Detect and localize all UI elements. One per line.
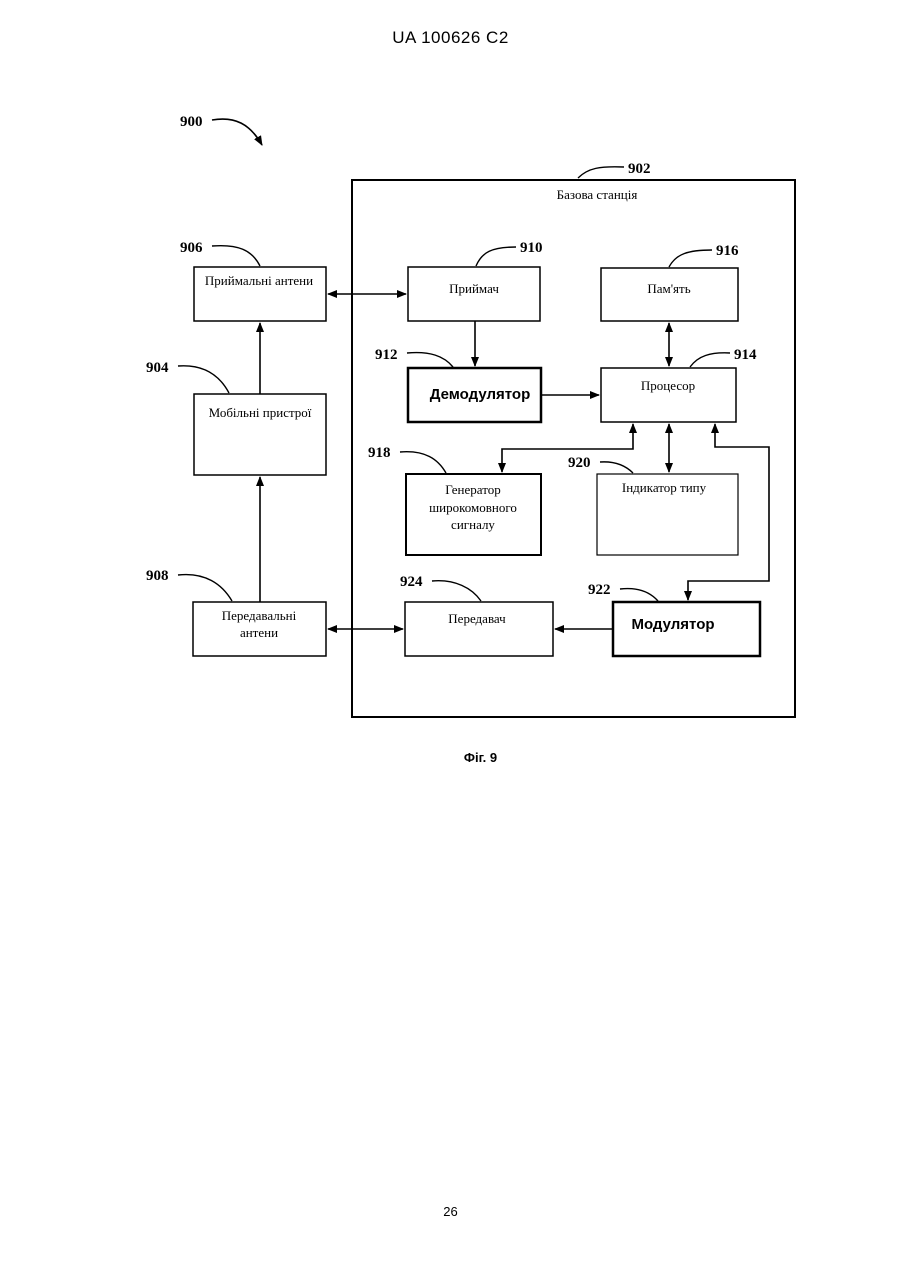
demodulator-label: Демодулятор: [430, 386, 530, 403]
svg-text:908: 908: [146, 568, 169, 584]
ref-908: 908: [146, 568, 232, 601]
ref-918: 918: [368, 445, 446, 473]
ref-914: 914: [690, 347, 757, 367]
ref-904: 904: [146, 360, 229, 393]
receive-antennas-label: Приймальні антени: [205, 273, 313, 288]
svg-text:902: 902: [628, 161, 651, 177]
transmit-antennas-label-2: антени: [240, 625, 278, 640]
svg-text:918: 918: [368, 445, 391, 461]
svg-text:916: 916: [716, 243, 739, 259]
ref-910: 910: [476, 240, 543, 266]
transmit-antennas-label-1: Передавальні: [222, 608, 297, 623]
svg-text:920: 920: [568, 455, 591, 471]
memory-label: Пам'ять: [647, 281, 690, 296]
base-station-label: Базова станція: [557, 187, 638, 202]
svg-text:904: 904: [146, 360, 169, 376]
svg-text:914: 914: [734, 347, 757, 363]
mobile-devices-label: Мобільні пристрої: [209, 405, 312, 420]
page-number: 26: [0, 1204, 901, 1219]
processor-box: [601, 368, 736, 422]
ref-902: 902: [578, 161, 651, 178]
ref-922: 922: [588, 582, 658, 601]
ref-920: 920: [568, 455, 633, 473]
ref-916: 916: [669, 243, 739, 267]
modulator-label: Модулятор: [631, 616, 714, 633]
ref-912: 912: [375, 347, 453, 367]
processor-label: Процесор: [641, 378, 695, 393]
svg-text:906: 906: [180, 240, 203, 256]
receiver-label: Приймач: [449, 281, 499, 296]
figure-caption: Фіг. 9: [0, 750, 901, 765]
transmitter-label: Передавач: [448, 611, 506, 626]
svg-text:924: 924: [400, 574, 423, 590]
svg-text:910: 910: [520, 240, 543, 256]
broadcast-generator-label-3: сигналу: [451, 517, 495, 532]
svg-text:912: 912: [375, 347, 398, 363]
ref-906: 906: [180, 240, 260, 266]
broadcast-generator-label-1: Генератор: [445, 482, 500, 497]
svg-text:922: 922: [588, 582, 611, 598]
broadcast-generator-label-2: широкомовного: [429, 500, 517, 515]
svg-text:900: 900: [180, 114, 203, 130]
arrow-processor-modulator: [688, 424, 769, 600]
ref-924: 924: [400, 574, 481, 601]
ref-900: 900: [180, 114, 262, 145]
type-indicator-label: Індикатор типу: [622, 480, 707, 495]
